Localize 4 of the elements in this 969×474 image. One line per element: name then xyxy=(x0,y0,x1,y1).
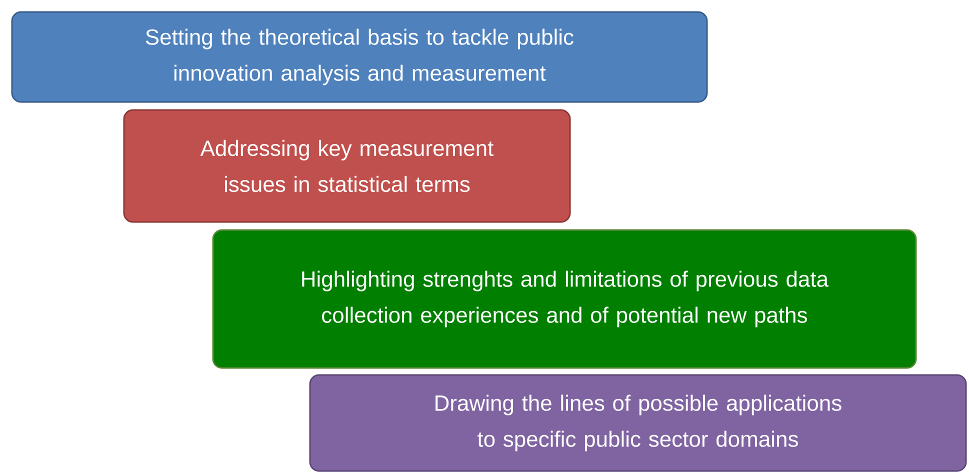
text-box: Setting the theoretical basis to tackle public innovation analysis and measurement xyxy=(11,11,708,103)
text-box: Addressing key measurement issues in statistical terms xyxy=(123,109,571,223)
text-box: Drawing the lines of possible applications to specific public sector domains xyxy=(309,374,967,472)
text-box: Highlighting strenghts and limitations of previous data collection experiences and of potential new paths xyxy=(212,229,917,369)
